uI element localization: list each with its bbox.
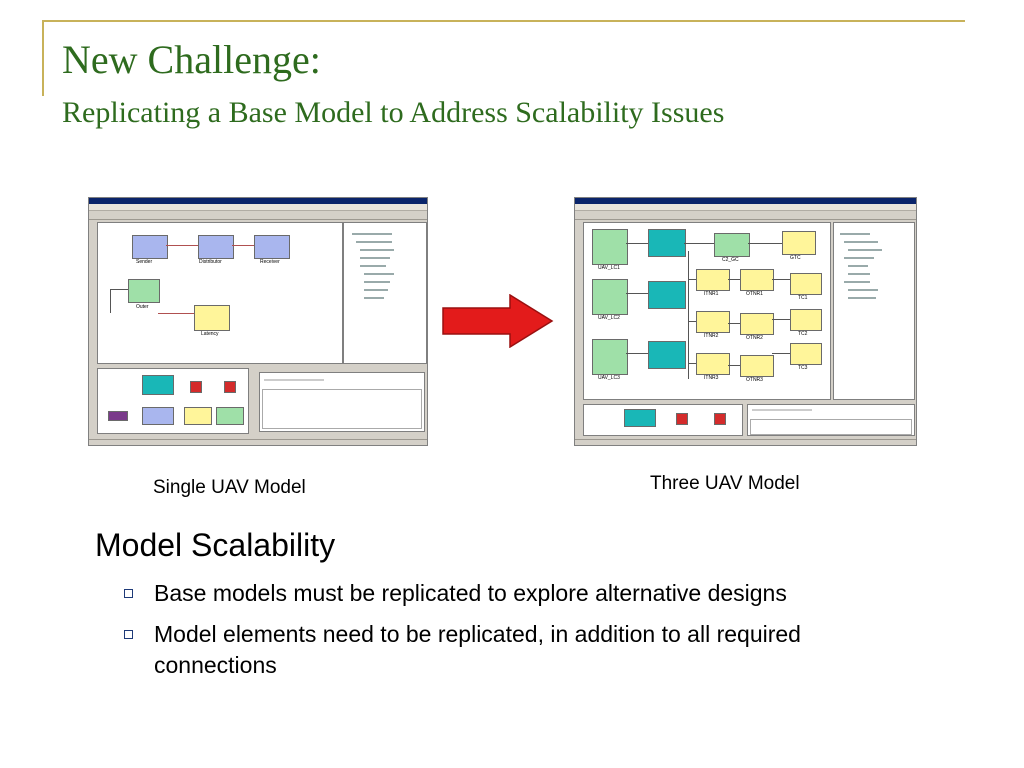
status-bar <box>89 439 427 445</box>
tool-palette <box>576 220 582 260</box>
title-frame-left <box>42 20 44 96</box>
tool-palette <box>90 220 96 260</box>
label-outer: Outer <box>136 304 149 310</box>
caption-three-uav: Three UAV Model <box>650 473 800 494</box>
single-uav-screenshot: Sender Distributor Receiver Outer Latenc… <box>88 197 428 446</box>
window-titlebar <box>89 198 427 204</box>
label-itnr1: ITNR1 <box>704 291 719 297</box>
model-canvas: Sender Distributor Receiver Outer Latenc… <box>97 222 343 364</box>
attribute-panel <box>747 404 915 436</box>
bullet-text: Base models must be replicated to explor… <box>154 580 787 606</box>
replication-arrow <box>442 294 554 348</box>
model-canvas: UAV_LC1 C2_GC GTC ITNR1 OTNR1 TC1 UAV_LC… <box>583 222 831 400</box>
model-browser <box>343 222 427 364</box>
three-uav-screenshot: UAV_LC1 C2_GC GTC ITNR1 OTNR1 TC1 UAV_LC… <box>574 197 917 446</box>
section-heading: Model Scalability <box>95 527 336 563</box>
bullet-item: Model elements need to be replicated, in… <box>124 619 874 681</box>
window-menubar <box>575 204 916 211</box>
window-titlebar <box>575 198 916 204</box>
part-browser <box>583 404 743 436</box>
sender-block <box>132 235 168 259</box>
model-browser <box>833 222 915 400</box>
label-c2-gc: C2_GC <box>722 257 739 263</box>
label-otnr1: OTNR1 <box>746 291 763 297</box>
label-otnr2: OTNR2 <box>746 335 763 341</box>
latency-syscond-block <box>194 305 230 331</box>
label-distributor: Distributor <box>199 259 222 265</box>
label-sender: Sender <box>136 259 153 265</box>
distributor-block <box>198 235 234 259</box>
part-browser <box>97 368 249 434</box>
label-tc1: TC1 <box>798 295 808 301</box>
label-tc3: TC3 <box>798 365 808 371</box>
bullet-item: Base models must be replicated to explor… <box>124 578 974 609</box>
label-uav-lc2: UAV_LC2 <box>598 315 620 321</box>
window-menubar <box>89 204 427 211</box>
slide-subtitle: Replicating a Base Model to Address Scal… <box>62 96 725 129</box>
window-toolbar <box>575 211 916 220</box>
label-itnr3: ITNR3 <box>704 375 719 381</box>
bullet-marker-icon <box>124 589 133 598</box>
bullet-text: Model elements need to be replicated, in… <box>154 621 801 678</box>
receiver-block <box>254 235 290 259</box>
status-bar <box>575 439 916 445</box>
label-uav-lc3: UAV_LC3 <box>598 375 620 381</box>
label-uav-lc1: UAV_LC1 <box>598 265 620 271</box>
window-toolbar <box>89 211 427 220</box>
label-latency: Latency <box>201 331 219 337</box>
label-gtc: GTC <box>790 255 801 261</box>
attribute-panel <box>259 372 425 432</box>
label-receiver: Receiver <box>260 259 280 265</box>
bullet-marker-icon <box>124 630 133 639</box>
label-tc2: TC2 <box>798 331 808 337</box>
caption-single-uav: Single UAV Model <box>153 477 306 498</box>
outer-state-block <box>128 279 160 303</box>
arrow-shape <box>442 294 554 348</box>
title-frame-top <box>42 20 965 22</box>
slide-title: New Challenge: <box>62 37 321 82</box>
label-otnr3: OTNR3 <box>746 377 763 383</box>
label-itnr2: ITNR2 <box>704 333 719 339</box>
